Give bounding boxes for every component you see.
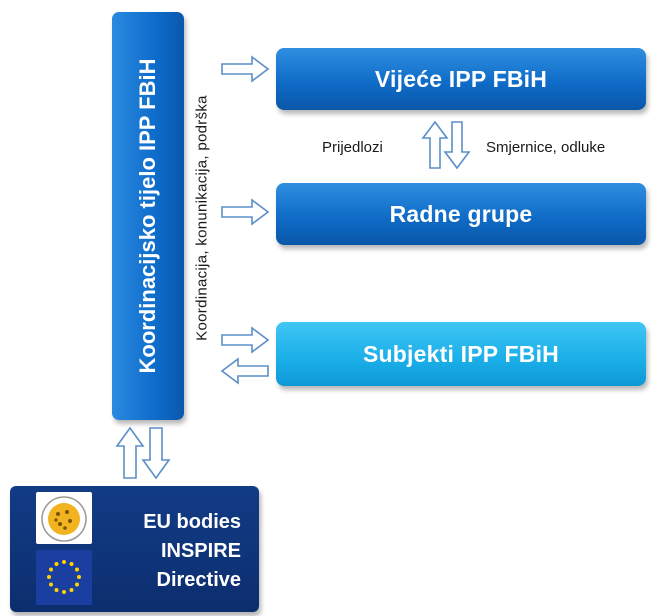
arrow-down-coordination-icon [141, 427, 171, 480]
proposals-label: Prijedlozi [322, 139, 383, 156]
eu-bodies-box: EU bodies INSPIRE Directive [10, 486, 259, 612]
guidelines-label: Smjernice, odluke [486, 139, 606, 156]
arrow-right-council-icon [221, 55, 270, 83]
eu-line-1: EU bodies [143, 511, 241, 533]
working-groups-box: Radne grupe [276, 183, 646, 245]
eu-line-3: Directive [156, 569, 242, 591]
eu-line-2: INSPIRE [160, 540, 241, 562]
council-label: Vijeće IPP FBiH [374, 65, 548, 92]
eu-flag-stars-icon [47, 560, 81, 594]
inspire-logo [36, 492, 92, 544]
coordination-body-box: Koordinacijsko tijelo IPP FBiH [112, 12, 184, 420]
arrow-up-proposals-icon [421, 120, 449, 169]
subjects-label: Subjekti IPP FBiH [363, 340, 559, 367]
eu-text: EU bodies INSPIRE Directive [143, 508, 241, 595]
inspire-logo-icon [41, 496, 87, 542]
arrow-up-coordination-icon [115, 426, 145, 479]
arrow-down-guidelines-icon [443, 121, 471, 170]
arrow-left-subjects-icon [220, 357, 269, 385]
working-groups-label: Radne grupe [389, 200, 533, 227]
council-box: Vijeće IPP FBiH [276, 48, 646, 110]
arrow-right-subjects-icon [221, 326, 270, 354]
subjects-box: Subjekti IPP FBiH [276, 322, 646, 386]
arrow-right-working-groups-icon [221, 198, 270, 226]
eu-flag [36, 550, 92, 605]
